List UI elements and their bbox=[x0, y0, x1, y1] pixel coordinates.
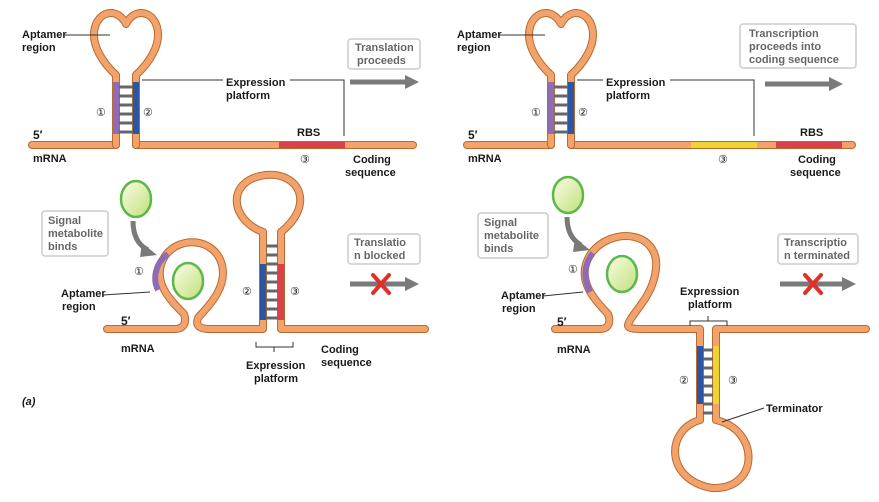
figure-label: (a) bbox=[22, 396, 36, 408]
signal-box bbox=[41, 210, 109, 257]
svg-text:sequence: sequence bbox=[790, 167, 841, 179]
segment-2 bbox=[697, 346, 703, 404]
svg-text:Translation: Translation bbox=[355, 42, 414, 54]
num-1: ① bbox=[568, 264, 578, 276]
base-pairs bbox=[266, 244, 278, 320]
svg-text:Translatio: Translatio bbox=[354, 237, 406, 249]
svg-text:metabolite: metabolite bbox=[48, 228, 103, 240]
svg-text:Aptamer: Aptamer bbox=[457, 29, 502, 41]
num-1: ① bbox=[134, 266, 144, 278]
num-2: ② bbox=[679, 375, 689, 387]
svg-text:platform: platform bbox=[606, 90, 650, 102]
svg-text:Expression: Expression bbox=[606, 77, 666, 89]
panel-top-left: Aptamer region Expression platform ① ② ③… bbox=[22, 9, 421, 179]
num-1: ① bbox=[96, 107, 106, 119]
expression-label-line1: Expression bbox=[226, 77, 286, 89]
svg-text:Signal: Signal bbox=[48, 215, 81, 227]
svg-text:binds: binds bbox=[48, 241, 77, 253]
rbs-segment bbox=[279, 142, 345, 148]
status-box bbox=[347, 38, 421, 70]
svg-text:Coding: Coding bbox=[798, 154, 836, 166]
signal-box bbox=[477, 212, 549, 259]
base-pairs bbox=[554, 85, 568, 134]
mrna-label: mRNA bbox=[121, 343, 155, 355]
five-prime-label: 5′ bbox=[121, 314, 131, 328]
segment-1 bbox=[113, 82, 119, 134]
aptamer-label-line1: Aptamer bbox=[22, 29, 67, 41]
panel-top-right: Aptamer region Expression platform ① ② ③… bbox=[457, 9, 857, 179]
coding-label-line2: sequence bbox=[345, 167, 396, 179]
svg-text:metabolite: metabolite bbox=[484, 230, 539, 242]
num-1: ① bbox=[531, 107, 541, 119]
rbs-label: RBS bbox=[800, 127, 823, 139]
svg-text:Transcriptio: Transcriptio bbox=[784, 237, 847, 249]
num-3: ③ bbox=[718, 154, 728, 166]
svg-text:Expression: Expression bbox=[680, 286, 740, 298]
svg-text:n terminated: n terminated bbox=[784, 250, 850, 262]
svg-text:proceeds: proceeds bbox=[357, 55, 406, 67]
svg-text:region: region bbox=[62, 301, 96, 313]
status-box bbox=[347, 233, 421, 265]
block-x-icon bbox=[803, 273, 823, 295]
svg-text:region: region bbox=[502, 303, 536, 315]
num-2: ② bbox=[143, 107, 153, 119]
svg-text:Aptamer: Aptamer bbox=[61, 288, 106, 300]
five-prime-label: 5′ bbox=[557, 315, 567, 329]
metabolite-free bbox=[551, 175, 585, 215]
mrna-label: mRNA bbox=[468, 153, 502, 165]
svg-text:Aptamer: Aptamer bbox=[501, 290, 546, 302]
svg-text:Signal: Signal bbox=[484, 217, 517, 229]
num-3: ③ bbox=[728, 375, 738, 387]
segment-2 bbox=[133, 82, 139, 134]
mrna-label: mRNA bbox=[557, 344, 591, 356]
panel-bottom-left: Signal metabolite binds ① ② ③ Aptamer bbox=[22, 170, 429, 408]
svg-text:proceeds into: proceeds into bbox=[749, 41, 821, 53]
aptamer-loop bbox=[524, 9, 598, 149]
svg-text:Expression: Expression bbox=[246, 360, 306, 372]
base-pairs bbox=[703, 348, 713, 415]
status-box bbox=[777, 233, 859, 265]
segment-2 bbox=[260, 264, 266, 320]
terminator-label: Terminator bbox=[766, 403, 823, 415]
five-prime-label: 5′ bbox=[468, 128, 478, 142]
metabolite-bound bbox=[171, 261, 205, 301]
svg-text:platform: platform bbox=[254, 373, 298, 385]
svg-text:region: region bbox=[457, 42, 491, 54]
svg-text:Coding: Coding bbox=[321, 344, 359, 356]
num-3: ③ bbox=[300, 154, 310, 166]
num-2: ② bbox=[578, 107, 588, 119]
metabolite-bound bbox=[605, 254, 639, 294]
segment-1 bbox=[582, 251, 596, 294]
svg-text:coding sequence: coding sequence bbox=[749, 54, 839, 66]
panel-bottom-right: Signal metabolite binds ① ② ③ Aptamer re… bbox=[477, 175, 870, 493]
segment-3-yellow bbox=[691, 142, 757, 148]
segment-1 bbox=[152, 251, 170, 292]
block-x-icon bbox=[371, 273, 391, 295]
segment-3 bbox=[278, 264, 284, 320]
base-pairs bbox=[119, 85, 133, 134]
aptamer-loop bbox=[89, 9, 163, 149]
segment-1 bbox=[548, 82, 554, 134]
svg-text:platform: platform bbox=[688, 299, 732, 311]
segment-2 bbox=[568, 82, 574, 134]
num-2: ② bbox=[242, 286, 252, 298]
status-box bbox=[739, 23, 857, 69]
rbs-label: RBS bbox=[297, 127, 320, 139]
five-prime-label: 5′ bbox=[33, 128, 43, 142]
svg-text:Transcription: Transcription bbox=[749, 28, 819, 40]
metabolite-free bbox=[119, 179, 153, 219]
svg-text:sequence: sequence bbox=[321, 357, 372, 369]
mrna-label: mRNA bbox=[33, 153, 67, 165]
svg-text:binds: binds bbox=[484, 243, 513, 255]
num-3: ③ bbox=[290, 286, 300, 298]
coding-label-line1: Coding bbox=[353, 154, 391, 166]
expression-label-line2: platform bbox=[226, 90, 270, 102]
segment-3 bbox=[713, 346, 719, 404]
svg-text:n blocked: n blocked bbox=[354, 250, 405, 262]
rbs-segment bbox=[776, 142, 842, 148]
aptamer-label-line2: region bbox=[22, 42, 56, 54]
